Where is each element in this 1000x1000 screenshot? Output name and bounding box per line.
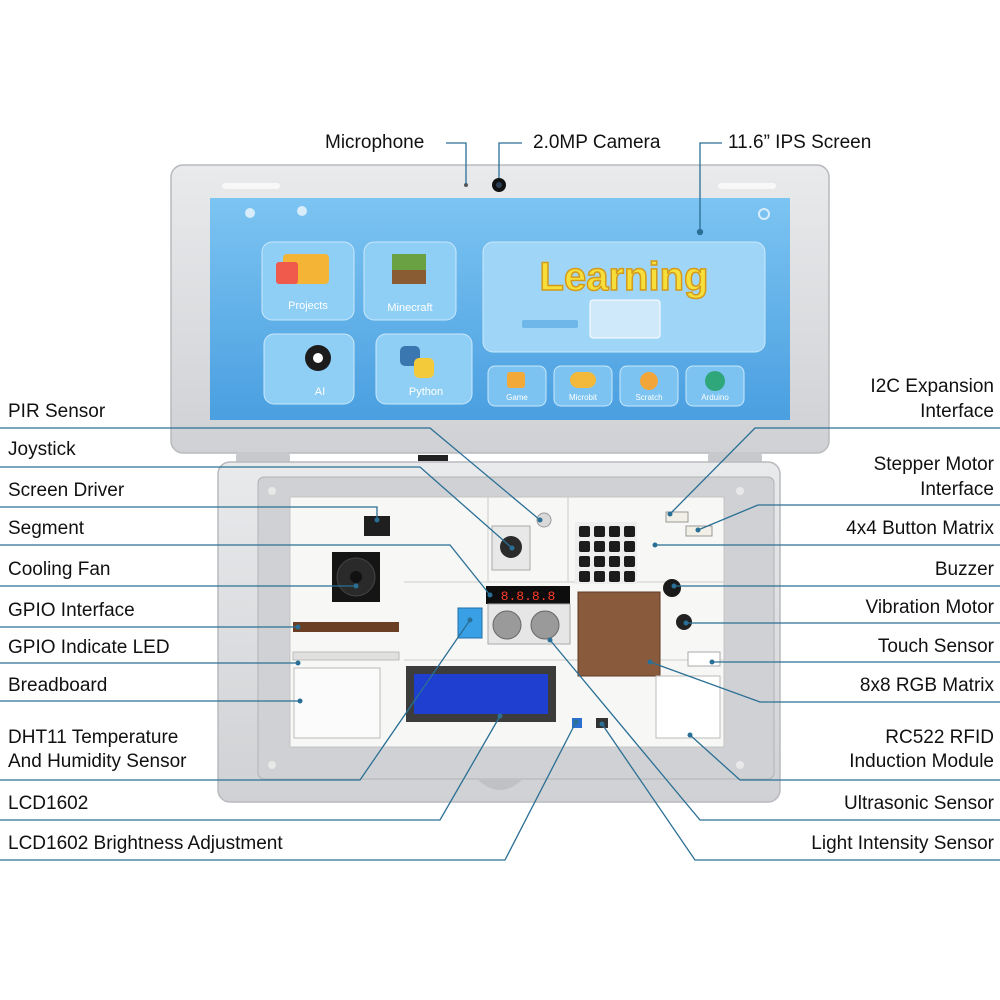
screen-ui-text: Projects Minecraft AI Python Learning Ga… <box>288 254 729 604</box>
label-gpio-led: GPIO Indicate LED <box>8 637 170 658</box>
label-camera: 2.0MP Camera <box>533 132 661 153</box>
microphone-hole <box>464 183 468 187</box>
app-label-python: Python <box>409 386 443 398</box>
segment-display <box>486 586 570 604</box>
label-i2c-line1: I2C Expansion <box>870 376 994 397</box>
label-dht11-line1: DHT11 Temperature <box>8 727 179 748</box>
label-ultrasonic: Ultrasonic Sensor <box>844 793 994 814</box>
app-label-scratch: Scratch <box>635 393 662 402</box>
label-screen: 11.6” IPS Screen <box>728 132 872 153</box>
segment-digits: 8.8.8.8 <box>501 589 556 604</box>
label-gpio-interface: GPIO Interface <box>8 600 135 621</box>
power-icon <box>758 208 770 220</box>
dht11-sensor <box>457 607 483 639</box>
label-i2c-line2: Interface <box>920 401 994 422</box>
label-pir-sensor: PIR Sensor <box>8 401 106 422</box>
sensor-board <box>289 496 725 748</box>
ips-screen <box>210 198 790 420</box>
label-rgb-matrix: 8x8 RGB Matrix <box>859 675 994 696</box>
stepper-connector <box>685 525 713 537</box>
lcd-brightness-pot <box>572 718 582 728</box>
label-microphone: Microphone <box>325 132 425 153</box>
app-label-arduino: Arduino <box>701 393 729 402</box>
app-label-minecraft: Minecraft <box>387 302 432 314</box>
label-segment: Segment <box>8 518 85 539</box>
menu-icon <box>245 208 255 218</box>
lcd1602 <box>406 666 556 722</box>
label-button-matrix: 4x4 Button Matrix <box>846 518 994 539</box>
ai-tile <box>263 333 355 405</box>
banner-text: Learning <box>540 255 709 299</box>
label-buzzer: Buzzer <box>934 559 994 580</box>
label-dht11-line2: And Humidity Sensor <box>8 751 187 772</box>
label-vibration-motor: Vibration Motor <box>865 597 995 618</box>
label-stepper-line2: Interface <box>920 479 994 500</box>
app-label-microbit: Microbit <box>569 393 598 402</box>
label-lcd-brightness: LCD1602 Brightness Adjustment <box>8 833 283 854</box>
ultrasonic-sensor <box>487 603 571 645</box>
label-rfid-line1: RC522 RFID <box>885 727 994 748</box>
label-breadboard: Breadboard <box>8 675 108 696</box>
rgb-matrix-8x8 <box>577 591 661 677</box>
label-light-sensor: Light Intensity Sensor <box>811 833 994 854</box>
buzzer <box>663 579 681 597</box>
label-cooling-fan: Cooling Fan <box>8 559 111 580</box>
label-lcd1602: LCD1602 <box>8 793 89 814</box>
label-touch-sensor: Touch Sensor <box>877 636 994 657</box>
touch-sensor <box>687 651 721 667</box>
rfid-module <box>655 675 721 739</box>
light-sensor <box>596 718 608 728</box>
app-label-ai: AI <box>315 386 325 398</box>
label-joystick: Joystick <box>8 439 76 460</box>
screen-driver-chip <box>364 516 390 536</box>
breadboard <box>293 667 381 739</box>
pir-sensor <box>536 512 552 528</box>
user-icon <box>297 206 307 216</box>
app-label-game: Game <box>506 393 528 402</box>
button-matrix-4x4 <box>575 522 637 584</box>
app-label-projects: Projects <box>288 300 328 312</box>
i2c-connector <box>665 511 689 523</box>
label-rfid-line2: Induction Module <box>849 751 994 772</box>
label-screen-driver: Screen Driver <box>8 480 125 501</box>
vibration-motor <box>676 614 692 630</box>
label-stepper-line1: Stepper Motor <box>873 454 994 475</box>
